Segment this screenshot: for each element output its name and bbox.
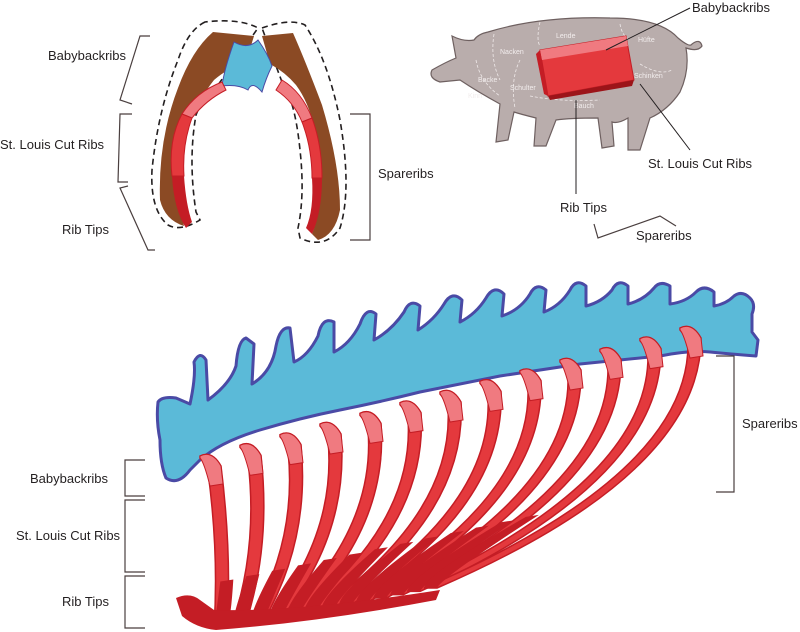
rib-6-babyback-section [399,400,424,434]
bracket-rib-babyback [124,459,145,497]
cut-schinken: Schinken [634,73,663,80]
rib-7-tip-section [321,547,388,608]
rib-label-stlouis: St. Louis Cut Ribs [16,528,121,543]
rib-label-babybackribs: Babybackribs [30,471,109,486]
label-stlouis: St. Louis Cut Ribs [0,137,105,152]
rib-4-babyback-section [319,421,344,455]
bracket-pig-spareribs [593,215,677,239]
bracket-babybackribs-left [119,35,150,105]
cut-kinn: Kinn [468,93,482,100]
rib-8-tip-section [338,541,414,605]
rib-2-babyback-section [239,443,264,476]
pig-label-babybackribs: Babybackribs [692,0,771,15]
rib-1-babyback-section [199,453,224,487]
pig-label-ribtips: Rib Tips [560,200,607,215]
meat-layer [159,32,254,226]
pig-illustration: Lende Hüfte Nacken Schinken Backe Schult… [430,0,771,243]
ribcage: Babybackribs St. Louis Cut Ribs Rib Tips… [16,281,798,630]
rib-13-tip-section [424,514,539,588]
label-babybackribs: Babybackribs [48,48,127,63]
rib-7-babyback-section [439,389,464,423]
rib-3-tip-section [250,568,286,622]
rib-4-tip-section [268,563,312,618]
pig-label-spareribs: Spareribs [636,228,692,243]
rib-3-babyback-section [279,432,304,466]
bracket-ribtips-left [119,185,155,251]
rib-8-babyback-section [479,379,504,412]
rib-10-tip-section [373,531,464,598]
rib-11-babyback-section [599,347,624,380]
rib-5-babyback-section [359,411,384,444]
rib-12-babyback-section [639,336,664,370]
ribs-group [176,325,704,630]
cut-nacken: Nacken [500,49,524,56]
rib-tips-cartilage [176,590,440,630]
rib-5-tip-section [286,557,337,615]
label-spareribs: Spareribs [378,166,434,181]
cross-section: Babybackribs St. Louis Cut Ribs Rib Tips… [0,20,434,251]
rib-11-tip-section [390,525,489,595]
cut-bauch: Bauch [574,103,594,110]
leader-babybackribs [605,7,691,51]
rib-right-tip [306,178,322,234]
rib-left-tip [172,176,192,228]
pig-label-stlouis: St. Louis Cut Ribs [648,156,753,171]
rib-9-babyback-section [519,368,544,402]
bracket-spareribs-right [350,113,371,241]
leader-stlouis [639,83,691,151]
label-ribtips: Rib Tips [62,222,109,237]
rib-label-spareribs: Spareribs [742,416,798,431]
bracket-stlouis-left [117,113,132,183]
cut-schulter: Schulter [510,85,536,92]
rib-13-babyback-section [679,325,704,359]
cut-lende: Lende [556,33,576,40]
rib-10-babyback-section [559,357,584,391]
bracket-rib-tips [124,575,145,629]
cut-backe: Backe [478,77,498,84]
rib-9-tip-section [356,536,439,602]
cut-huefte: Hüfte [638,37,655,44]
bracket-rib-spareribs [716,355,735,493]
rib-label-ribtips: Rib Tips [62,594,109,609]
rib-12-tip-section [407,520,515,592]
rib-6-tip-section [303,552,363,612]
spine [155,281,760,483]
bracket-rib-stlouis [124,499,145,573]
